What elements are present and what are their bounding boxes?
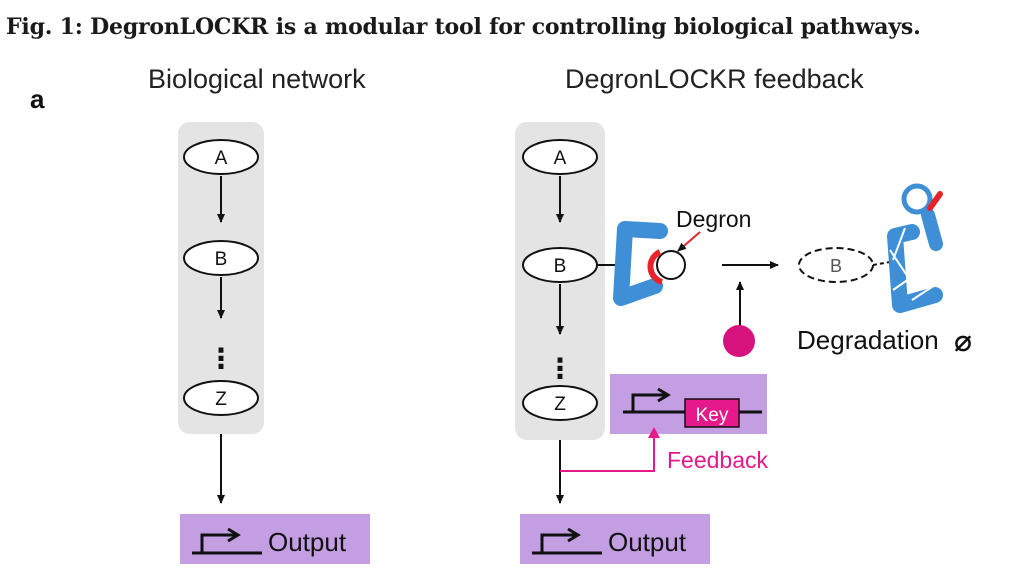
right-node-b-label: B xyxy=(554,256,567,277)
detached-degron-ring-icon xyxy=(901,183,933,215)
inducer-dot-icon xyxy=(723,325,755,357)
left-panel: Biological network A B ⋮ Z Output xyxy=(148,64,370,564)
left-ellipsis: ⋮ xyxy=(207,343,235,374)
left-node-b-label: B xyxy=(215,249,228,270)
left-node-z: Z xyxy=(183,380,259,416)
degron-ring-icon xyxy=(656,250,686,280)
right-output-label: Output xyxy=(608,527,687,557)
right-node-z-label: Z xyxy=(554,394,566,415)
left-output-label: Output xyxy=(268,527,347,557)
degron-red-arc xyxy=(647,249,664,285)
key-label: Key xyxy=(696,405,729,426)
promoter-arrow-icon xyxy=(623,393,666,414)
promoter-arrow-icon xyxy=(192,533,236,555)
feedback-arrowhead xyxy=(648,427,660,438)
right-output-box: Output xyxy=(520,514,710,564)
feedback-line xyxy=(560,436,655,472)
right-ellipsis: ⋮ xyxy=(546,353,574,384)
degron-label: Degron xyxy=(676,206,751,232)
left-output-box: Output xyxy=(180,514,370,564)
promoter-arrow-icon xyxy=(532,533,576,555)
left-node-z-label: Z xyxy=(215,389,227,410)
figure-title: Fig. 1: DegronLOCKR is a modular tool fo… xyxy=(6,14,921,40)
right-node-a: A xyxy=(522,139,598,175)
detached-degron-red-mark xyxy=(927,191,943,211)
panel-label: a xyxy=(30,84,45,114)
left-node-a: A xyxy=(183,139,259,175)
right-node-z: Z xyxy=(522,385,598,421)
degraded-tether xyxy=(872,261,891,266)
right-node-b: B xyxy=(522,247,598,283)
key-gene-box xyxy=(684,398,740,428)
left-node-b: B xyxy=(183,240,259,276)
lockr-switch-shape xyxy=(613,221,668,306)
left-node-a-label: A xyxy=(215,148,228,169)
right-panel: DegronLOCKR feedback A B ⋮ Z Degron xyxy=(515,64,972,564)
degradation-label: Degradation xyxy=(797,325,939,355)
degraded-lockr-shape xyxy=(887,208,943,313)
key-circuit-box: Key xyxy=(610,374,767,434)
right-panel-title: DegronLOCKR feedback xyxy=(565,64,864,94)
degraded-node-b-label: B xyxy=(830,256,842,276)
feedback-label: Feedback xyxy=(667,447,769,473)
degron-pointer-arrow xyxy=(677,231,701,252)
right-node-a-label: A xyxy=(554,148,567,169)
left-panel-title: Biological network xyxy=(148,64,366,94)
null-symbol-icon: ⌀ xyxy=(954,325,972,358)
